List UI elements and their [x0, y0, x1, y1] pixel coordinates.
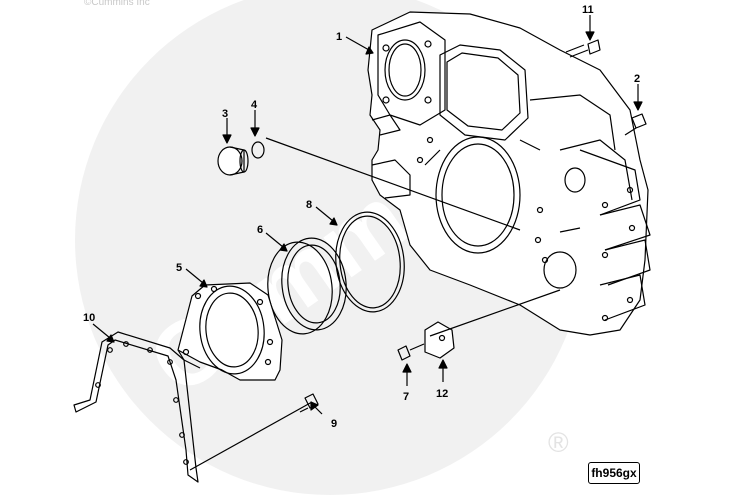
leader-line-1	[345, 36, 370, 51]
arrow-11	[585, 31, 595, 41]
callout-4: 4	[251, 99, 258, 111]
arrow-5	[199, 279, 208, 288]
leader-line-8	[315, 206, 334, 222]
registered-mark: ®	[548, 427, 569, 458]
centerline-plug	[265, 137, 521, 231]
arrow-4	[250, 127, 260, 137]
callout-6: 6	[257, 224, 263, 236]
callout-2: 2	[634, 73, 640, 85]
arrow-12	[438, 359, 448, 369]
callout-12: 12	[436, 388, 448, 400]
arrow-10	[106, 334, 115, 343]
arrow-8	[329, 217, 338, 226]
leader-line-5	[185, 268, 204, 284]
callout-labels: 1 2 3 4 5 6 7 8 9 10 11 12	[83, 4, 640, 430]
capscrew-part-9	[299, 393, 319, 413]
centerline-cover	[429, 289, 561, 337]
arrow-9	[310, 401, 319, 411]
flywheel-housing	[367, 11, 651, 336]
drawing-reference-label: fh956gx	[588, 462, 640, 484]
arrow-3	[222, 134, 232, 144]
cover-plate-part-12	[424, 321, 455, 359]
callout-9: 9	[331, 418, 337, 430]
arrow-2	[633, 101, 643, 111]
callout-1: 1	[336, 31, 342, 43]
bolt-part-2	[624, 113, 647, 136]
seal-housing-part-5	[177, 282, 283, 381]
copyright-notice: ©Cummins Inc	[84, 0, 150, 8]
rear-seal-part-6	[267, 237, 347, 335]
arrow-6	[279, 243, 288, 252]
plug-part-3	[217, 146, 249, 176]
o-ring-part-4	[251, 141, 265, 159]
callout-8: 8	[306, 199, 312, 211]
arrow-1	[365, 46, 374, 55]
callout-5: 5	[176, 262, 182, 274]
bolt-part-7	[397, 343, 425, 361]
callout-10: 10	[83, 312, 95, 324]
leader-line-10	[92, 323, 111, 339]
centerline-gasket	[189, 401, 313, 471]
callout-11: 11	[582, 4, 594, 16]
callout-7: 7	[403, 391, 409, 403]
bolt-part-11	[565, 39, 601, 58]
leader-line-6	[265, 232, 284, 248]
callout-3: 3	[222, 108, 228, 120]
arrow-7	[402, 363, 412, 373]
